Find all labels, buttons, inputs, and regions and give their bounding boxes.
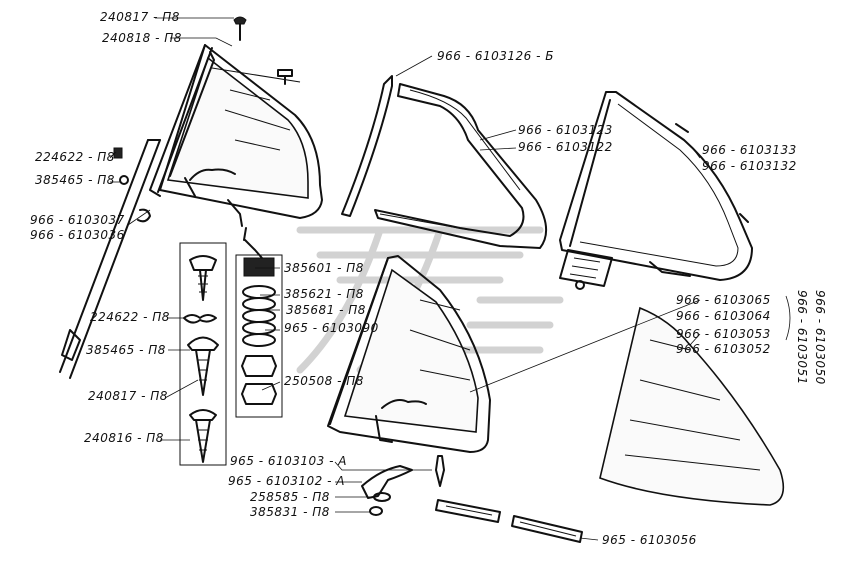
small-washer-385465 [119,175,129,185]
label-240817-top: 240817 - П8 [100,10,180,24]
strip-965-6103056-b [511,515,583,543]
spring-stack-box [235,227,283,418]
label-966-6103037: 966 - 6103037 [30,213,125,227]
screw-240817-top [233,16,247,41]
label-385621: 385621 - П8 [284,287,364,301]
label-966-6103122: 966 - 6103122 [518,140,613,154]
label-965-6103103: 965 - 6103103 - А [230,454,347,468]
pin-965-6103103 [435,455,445,487]
leader-lines [109,17,791,541]
screw-240818-top [277,69,293,85]
label-240817-mid: 240817 - П8 [88,389,168,403]
label-966-6103123: 966 - 6103123 [518,123,613,137]
label-385681: 385681 - П8 [286,303,366,317]
label-966-6103050: 966 - 6103050 [813,290,827,385]
channel-strip-966-6103037 [59,139,161,379]
left-vent-window-assembly [149,44,323,227]
fastener-detail-box [179,242,227,466]
label-240816-mid: 240816 - П8 [84,431,164,445]
label-965-6103090: 965 - 6103090 [284,321,379,335]
label-966-6103052: 966 - 6103052 [676,342,771,356]
label-966-6103064: 966 - 6103064 [676,309,771,323]
glass-pane-966-6103053 [599,306,785,506]
label-240818-top: 240818 - П8 [102,31,182,45]
label-966-6103036: 966 - 6103036 [30,228,125,242]
label-966-6103132: 966 - 6103132 [702,159,797,173]
label-966-6103053: 966 - 6103053 [676,327,771,341]
label-250508: 250508 - П8 [284,374,364,388]
label-966-6103065: 966 - 6103065 [676,293,771,307]
label-224622-mid: 224622 - П8 [90,310,170,324]
label-966-6103133: 966 - 6103133 [702,143,797,157]
vent-window-966-6103065 [327,255,491,453]
label-258585: 258585 - П8 [250,490,330,504]
label-385601: 385601 - П8 [284,261,364,275]
label-966-6103051: 966 - 6103051 [795,290,809,385]
label-385831: 385831 - П8 [250,505,330,519]
small-rivet-224622 [113,147,123,159]
label-385465-left: 385465 - П8 [35,173,115,187]
strip-965-6103056-a [435,499,501,523]
label-965-6103102: 965 - 6103102 - А [228,474,345,488]
frame-966-6103123 [374,83,547,249]
label-224622-left: 224622 - П8 [35,150,115,164]
label-966-6103126: 966 - 6103126 - Б [437,49,554,63]
washer-385831 [369,506,383,516]
washer-258585 [373,492,391,502]
seal-966-6103126 [341,75,393,217]
label-965-6103056: 965 - 6103056 [602,533,697,547]
frame-966-6103133 [559,91,753,290]
label-385465-mid: 385465 - П8 [86,343,166,357]
